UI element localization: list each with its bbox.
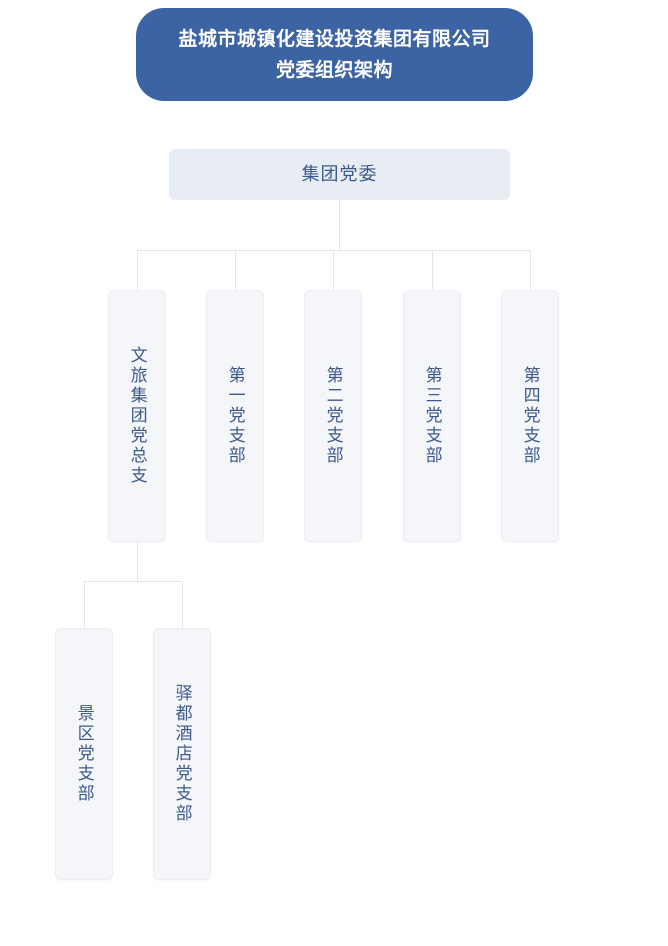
chart-title-line-2: 党委组织架构 bbox=[275, 59, 393, 81]
node-third-party-branch[interactable]: 第三党支部 bbox=[403, 290, 461, 542]
connector-level3-drop-1 bbox=[84, 581, 85, 628]
node-fourth-party-branch[interactable]: 第四党支部 bbox=[501, 290, 559, 542]
node-label-level3-2: 驿都酒店党支部 bbox=[172, 684, 192, 824]
chart-title-banner: 盐城市城镇化建设投资集团有限公司 党委组织架构 bbox=[136, 8, 533, 101]
node-label-level2-1: 文旅集团党总支 bbox=[127, 346, 147, 486]
node-label-level2-5: 第四党支部 bbox=[520, 366, 540, 466]
connector-level3-bus bbox=[84, 581, 183, 582]
node-culture-tourism-group-party-branch[interactable]: 文旅集团党总支 bbox=[108, 290, 166, 542]
node-label-level2-2: 第一党支部 bbox=[225, 366, 245, 466]
node-yidu-hotel-party-branch[interactable]: 驿都酒店党支部 bbox=[153, 628, 211, 880]
connector-level2-drop-1 bbox=[137, 250, 138, 290]
connector-level2-drop-3 bbox=[333, 250, 334, 290]
node-label-root: 集团党委 bbox=[301, 163, 378, 184]
node-label-level2-3: 第二党支部 bbox=[323, 366, 343, 466]
connector-level3-drop-2 bbox=[182, 581, 183, 628]
node-group-party-committee[interactable]: 集团党委 bbox=[169, 149, 510, 200]
connector-root-drop bbox=[339, 200, 340, 250]
node-label-level3-1: 景区党支部 bbox=[74, 704, 94, 804]
connector-level2-drop-4 bbox=[432, 250, 433, 290]
node-first-party-branch[interactable]: 第一党支部 bbox=[206, 290, 264, 542]
connector-level2-bus bbox=[137, 250, 531, 251]
connector-level2-drop-5 bbox=[530, 250, 531, 290]
node-label-level2-4: 第三党支部 bbox=[422, 366, 442, 466]
connector-level2-drop-2 bbox=[235, 250, 236, 290]
connector-level3-drop-root bbox=[137, 542, 138, 582]
node-second-party-branch[interactable]: 第二党支部 bbox=[304, 290, 362, 542]
node-scenic-area-party-branch[interactable]: 景区党支部 bbox=[55, 628, 113, 880]
chart-title-line-1: 盐城市城镇化建设投资集团有限公司 bbox=[178, 28, 491, 50]
